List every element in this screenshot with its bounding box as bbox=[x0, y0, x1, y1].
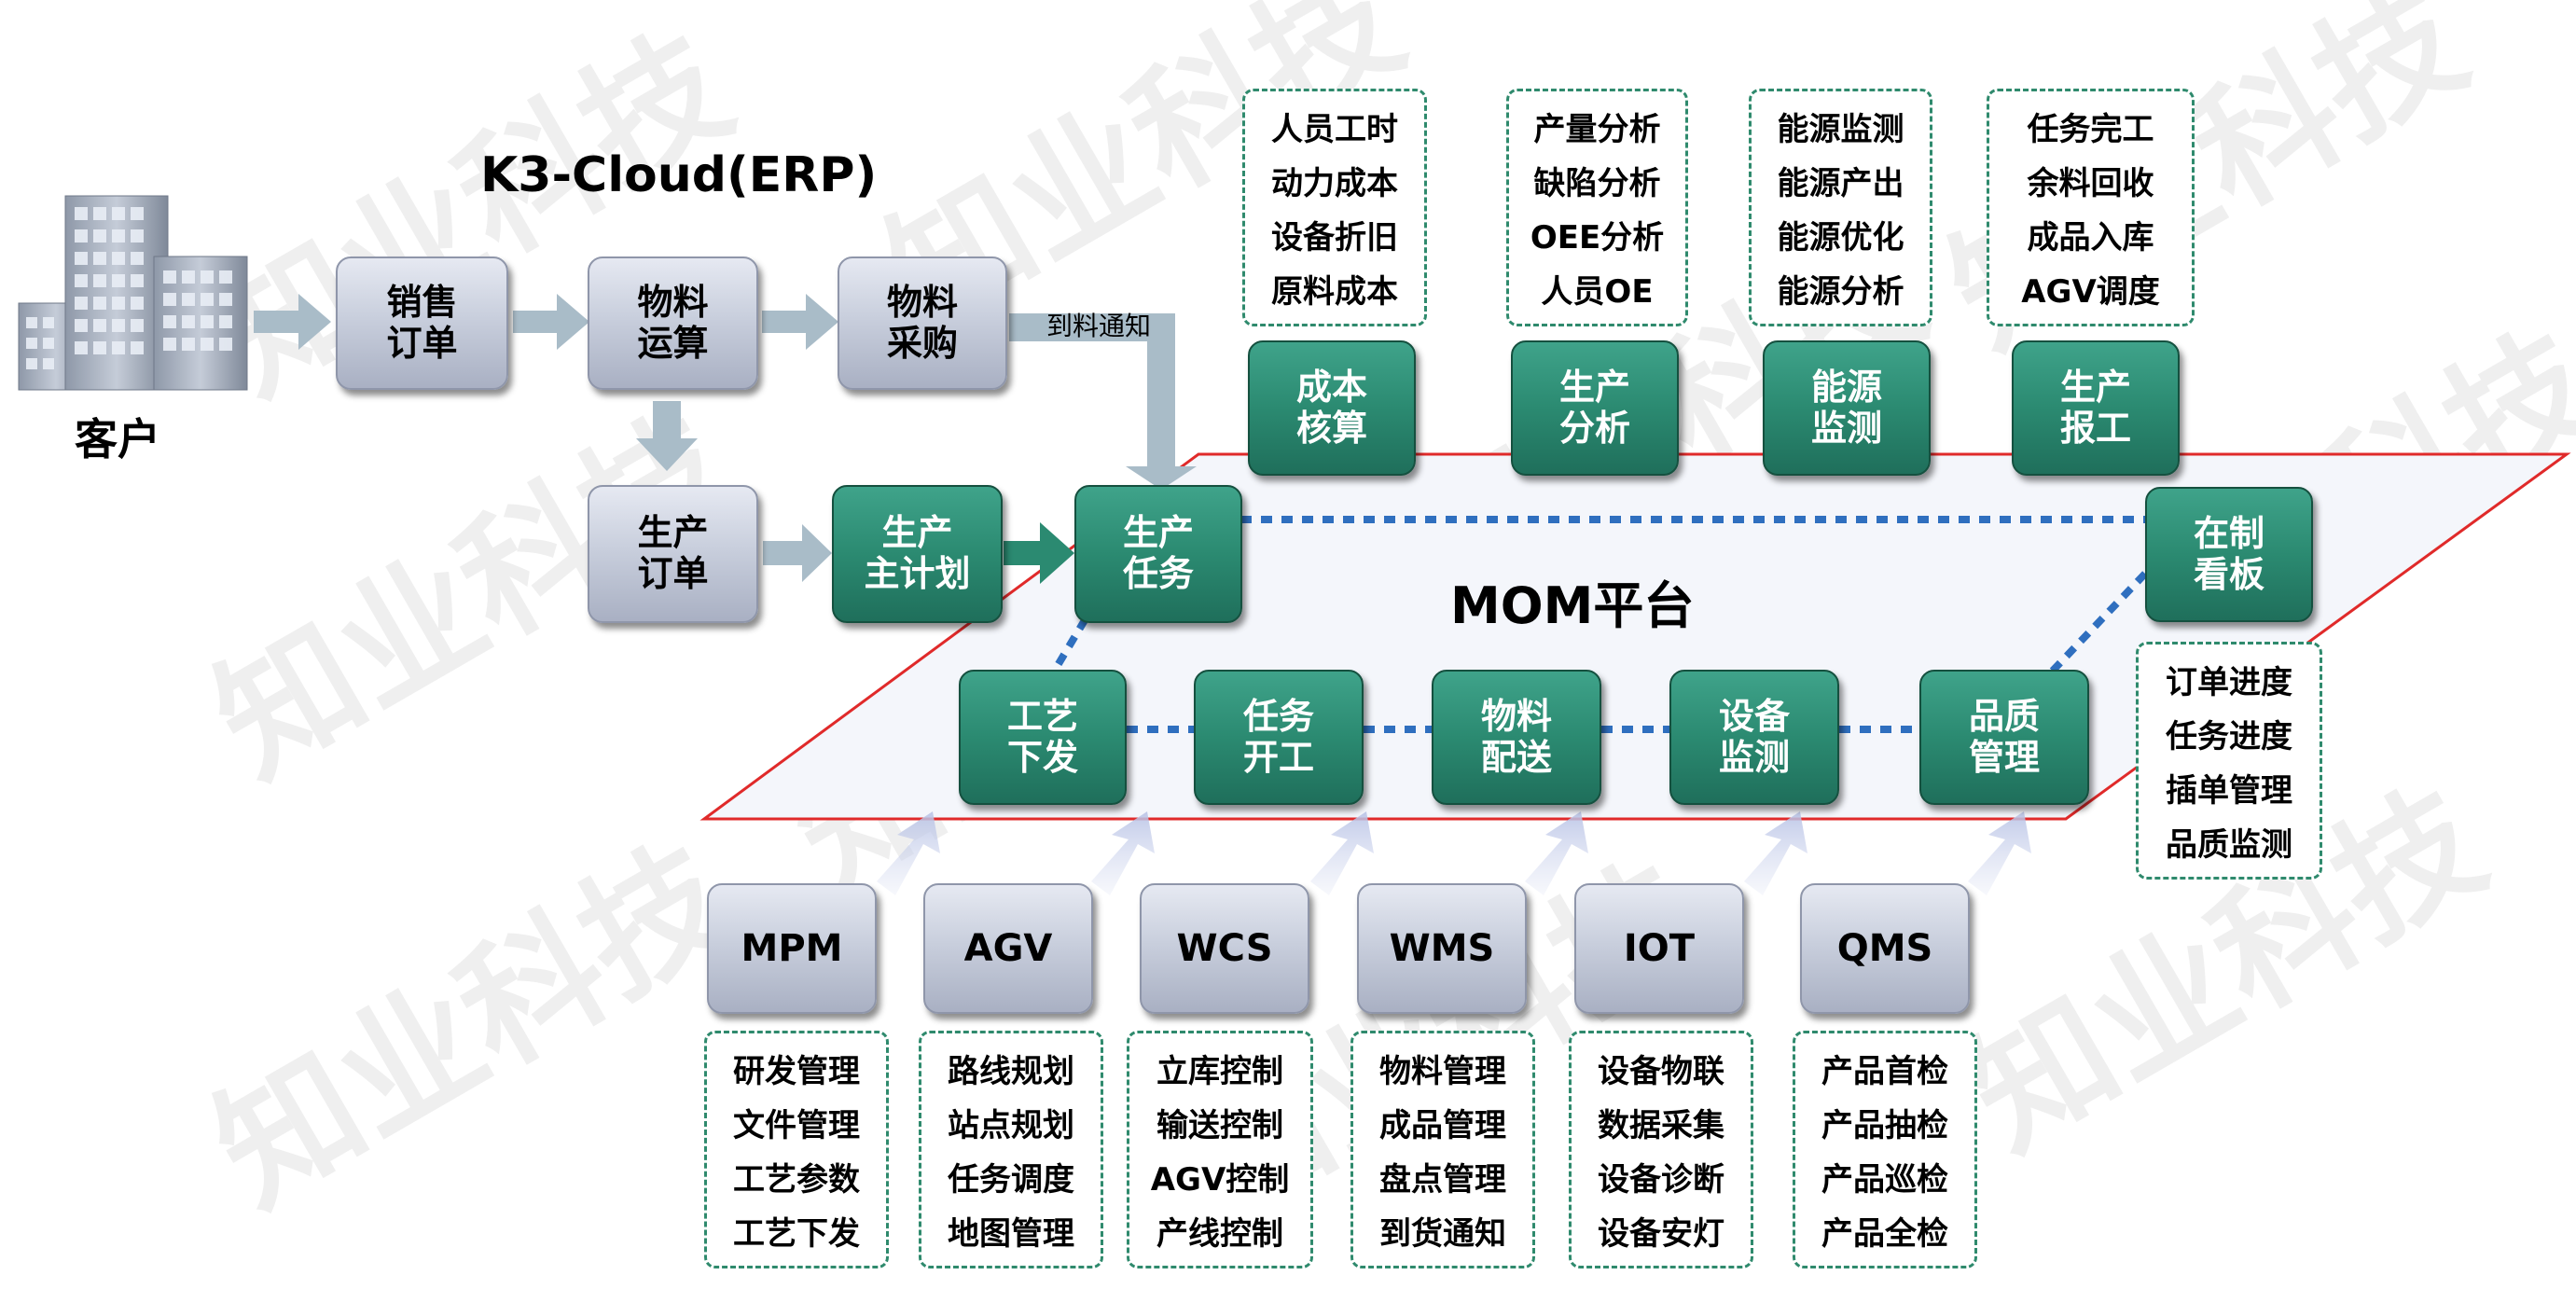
list-item: 能源监测 bbox=[1777, 110, 1904, 148]
list-item: 缺陷分析 bbox=[1533, 164, 1661, 202]
list-item: 插单管理 bbox=[2166, 772, 2292, 811]
purchase-node[interactable]: 物料 采购 bbox=[838, 256, 1007, 390]
list-item: 盘点管理 bbox=[1379, 1161, 1506, 1199]
list-item: 人员工时 bbox=[1271, 110, 1398, 148]
task-start-node[interactable]: 任务 开工 bbox=[1194, 670, 1364, 805]
list-item: 产品巡检 bbox=[1821, 1161, 1948, 1199]
arrow-prod-order-to-plan bbox=[763, 524, 832, 582]
arrival-notice-label: 到料通知 bbox=[1046, 311, 1152, 341]
list-item: 站点规划 bbox=[948, 1106, 1074, 1144]
arrow-arrival-notice bbox=[1009, 313, 1197, 490]
agv-list: 路线规划 站点规划 任务调度 地图管理 bbox=[919, 1031, 1103, 1268]
list-item: 产品抽检 bbox=[1821, 1106, 1948, 1144]
system-wcs-node[interactable]: WCS bbox=[1140, 883, 1309, 1014]
list-item: AGV控制 bbox=[1150, 1161, 1290, 1199]
list-item: 输送控制 bbox=[1156, 1106, 1283, 1144]
list-item: 研发管理 bbox=[733, 1052, 860, 1090]
analysis-node[interactable]: 生产 分析 bbox=[1511, 340, 1679, 476]
list-item: 能源产出 bbox=[1777, 164, 1904, 202]
building-icon bbox=[18, 195, 248, 391]
list-item: 原料成本 bbox=[1271, 273, 1398, 312]
list-item: 能源优化 bbox=[1777, 219, 1904, 257]
energy-list: 能源监测 能源产出 能源优化 能源分析 bbox=[1749, 89, 1932, 326]
erp-title: K3-Cloud(ERP) bbox=[480, 147, 878, 203]
wms-list: 物料管理 成品管理 盘点管理 到货通知 bbox=[1350, 1031, 1535, 1268]
mrp-node[interactable]: 物料 运算 bbox=[588, 256, 758, 390]
list-item: 物料管理 bbox=[1379, 1052, 1506, 1090]
cost-node[interactable]: 成本 核算 bbox=[1248, 340, 1416, 476]
list-item: 设备安灯 bbox=[1598, 1215, 1724, 1254]
equipment-node[interactable]: 设备 监测 bbox=[1669, 670, 1839, 805]
list-item: 成品管理 bbox=[1379, 1106, 1506, 1144]
system-qms-node[interactable]: QMS bbox=[1800, 883, 1970, 1014]
arrow-mrp-to-prod-order bbox=[636, 401, 698, 471]
list-item: 工艺下发 bbox=[733, 1215, 860, 1254]
list-item: 工艺参数 bbox=[733, 1161, 860, 1199]
arrow-sales-to-mrp bbox=[513, 294, 589, 350]
energy-node[interactable]: 能源 监测 bbox=[1763, 340, 1931, 476]
connector-wip-to-quality bbox=[2049, 571, 2148, 674]
arrow-agv-up bbox=[1091, 811, 1155, 895]
system-agv-node[interactable]: AGV bbox=[923, 883, 1093, 1014]
list-item: 人员OE bbox=[1541, 273, 1654, 312]
list-item: 产量分析 bbox=[1533, 110, 1661, 148]
qms-list: 产品首检 产品抽检 产品巡检 产品全检 bbox=[1793, 1031, 1977, 1268]
wcs-list: 立库控制 输送控制 AGV控制 产线控制 bbox=[1127, 1031, 1313, 1268]
list-item: 路线规划 bbox=[948, 1052, 1074, 1090]
arrow-wms-up bbox=[1525, 811, 1588, 895]
wip-board-node[interactable]: 在制 看板 bbox=[2145, 487, 2313, 622]
platform-title: MOM平台 bbox=[1450, 576, 1695, 635]
sales-order-node[interactable]: 销售 订单 bbox=[336, 256, 508, 390]
list-item: 任务调度 bbox=[948, 1161, 1074, 1199]
list-item: 产线控制 bbox=[1156, 1215, 1283, 1254]
arrow-qms-up bbox=[1968, 811, 2031, 895]
process-node[interactable]: 工艺 下发 bbox=[959, 670, 1127, 805]
list-item: 订单进度 bbox=[2166, 663, 2292, 701]
report-list: 任务完工 余料回收 成品入库 AGV调度 bbox=[1987, 89, 2195, 326]
list-item: 动力成本 bbox=[1271, 164, 1398, 202]
material-node[interactable]: 物料 配送 bbox=[1432, 670, 1601, 805]
mpm-list: 研发管理 文件管理 工艺参数 工艺下发 bbox=[704, 1031, 889, 1268]
system-wms-node[interactable]: WMS bbox=[1357, 883, 1527, 1014]
list-item: 地图管理 bbox=[948, 1215, 1074, 1254]
arrow-mpm-up bbox=[877, 811, 940, 895]
report-node[interactable]: 生产 报工 bbox=[2012, 340, 2180, 476]
list-item: 设备物联 bbox=[1598, 1052, 1724, 1090]
iot-list: 设备物联 数据采集 设备诊断 设备安灯 bbox=[1569, 1031, 1753, 1268]
customer-label: 客户 bbox=[75, 414, 160, 464]
list-item: 任务进度 bbox=[2166, 717, 2292, 755]
list-item: 设备折旧 bbox=[1271, 219, 1398, 257]
system-iot-node[interactable]: IOT bbox=[1574, 883, 1744, 1014]
arrow-customer-to-sales bbox=[254, 294, 331, 350]
arrow-iot-up bbox=[1744, 811, 1807, 895]
list-item: 成品入库 bbox=[2027, 219, 2154, 257]
cost-list: 人员工时 动力成本 设备折旧 原料成本 bbox=[1242, 89, 1427, 326]
system-mpm-node[interactable]: MPM bbox=[707, 883, 877, 1014]
list-item: 产品全检 bbox=[1821, 1215, 1948, 1254]
list-item: 到货通知 bbox=[1379, 1215, 1506, 1254]
list-item: 文件管理 bbox=[733, 1106, 860, 1144]
list-item: 设备诊断 bbox=[1598, 1161, 1724, 1199]
analysis-list: 产量分析 缺陷分析 OEE分析 人员OE bbox=[1506, 89, 1688, 326]
list-item: 产品首检 bbox=[1821, 1052, 1948, 1090]
list-item: OEE分析 bbox=[1530, 219, 1665, 257]
arrow-wcs-up bbox=[1310, 811, 1374, 895]
list-item: 数据采集 bbox=[1598, 1106, 1724, 1144]
arrow-plan-to-task bbox=[1004, 522, 1074, 584]
list-item: 品质监测 bbox=[2166, 826, 2292, 865]
list-item: AGV调度 bbox=[2021, 273, 2160, 312]
quality-node[interactable]: 品质 管理 bbox=[1919, 670, 2089, 805]
connector-task-to-process bbox=[1050, 599, 1100, 674]
arrow-mrp-to-purchase bbox=[762, 294, 838, 350]
master-plan-node[interactable]: 生产 主计划 bbox=[832, 485, 1003, 623]
list-item: 任务完工 bbox=[2027, 110, 2154, 148]
wip-list: 订单进度 任务进度 插单管理 品质监测 bbox=[2136, 642, 2322, 880]
prod-task-node[interactable]: 生产 任务 bbox=[1074, 485, 1242, 623]
prod-order-node[interactable]: 生产 订单 bbox=[588, 485, 758, 623]
list-item: 立库控制 bbox=[1156, 1052, 1283, 1090]
list-item: 余料回收 bbox=[2027, 164, 2154, 202]
list-item: 能源分析 bbox=[1777, 273, 1904, 312]
